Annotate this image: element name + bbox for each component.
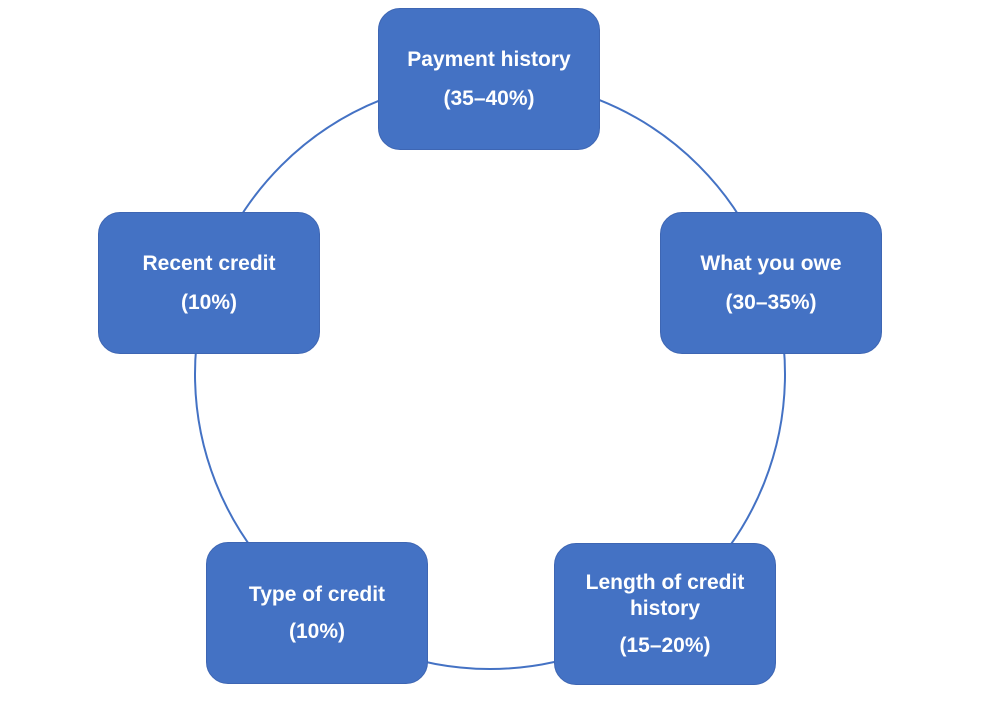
node-label: Type of credit	[248, 583, 386, 607]
node-type-of-credit: Type of credit (10%)	[206, 542, 428, 684]
node-value: (15–20%)	[619, 633, 711, 657]
node-length-of-credit-history: Length of credit history (15–20%)	[554, 543, 776, 685]
node-value: (30–35%)	[725, 291, 817, 315]
node-value: (35–40%)	[443, 87, 535, 111]
node-what-you-owe: What you owe (30–35%)	[660, 212, 882, 354]
node-label: Length of credit history	[585, 571, 745, 621]
node-value: (10%)	[180, 291, 238, 315]
node-recent-credit: Recent credit (10%)	[98, 212, 320, 354]
node-label: Payment history	[407, 47, 571, 71]
node-payment-history: Payment history (35–40%)	[378, 8, 600, 150]
node-label: What you owe	[700, 251, 842, 275]
node-value: (10%)	[288, 619, 346, 643]
node-label: Recent credit	[142, 251, 276, 275]
